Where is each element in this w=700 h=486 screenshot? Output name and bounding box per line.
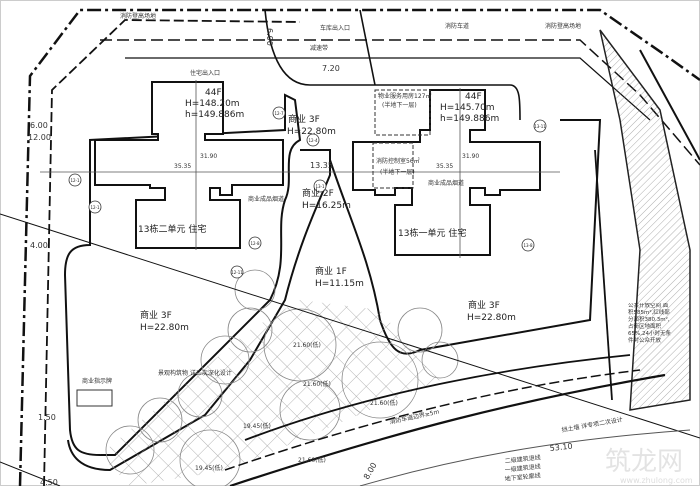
dimension-label: 4.50 [40,478,58,486]
tower-right-height: H=145.70m [440,103,495,113]
ramp-outline [264,9,521,121]
landscape-note: 景观构筑物 详二次深化设计 [158,369,232,377]
line-legend-3: 地下室轮廓线 [504,471,541,483]
tower-left-outline [94,81,284,249]
axis-tag: 12-8 [250,241,260,246]
tower-left-floors: 44F [205,88,222,98]
dimension-label: 6.00 [265,28,274,46]
podium-use: 商业 2F [302,187,334,199]
dimension-label: 4.00 [30,241,48,250]
watermark: 筑龙网 [605,447,683,477]
axis-tag: 12-7 [274,111,284,116]
podium-height: H=22.80m [140,323,189,333]
axis-tag-circles [68,106,547,279]
axis-tag: 13-11 [534,124,546,129]
podium-height: H=22.80m [287,127,336,137]
podium-height: H=16.25m [302,201,351,211]
elevation-label: 21.60(低) [293,341,321,349]
watermark-sub: www.zhulong.com [620,476,693,485]
podium-height: H=22.80m [467,313,516,323]
diagonal-guide-line [0,213,700,439]
right-hatched-strip [599,29,691,411]
tower-left-name: 13栋二单元 住宅 [138,223,206,235]
dimension-label: 8.00 [362,461,379,481]
axis-tag: 12-1 [70,178,80,183]
dimension-label: 53.10 [549,442,573,453]
line-legend-1: 二级建筑退线 [504,453,541,465]
podium-use: 商业 1F [315,265,347,277]
duct-label: 商业成品烟道 [428,179,464,187]
dimension-label: 7.20 [322,64,340,73]
tower-left-dim-width: 35.35 [174,163,191,170]
tower-right-outline [352,89,541,256]
tower-right-floors: 44F [465,92,482,102]
fire-area-label: 消防登高场地 [545,22,581,30]
speed-bump-label: 减速带 [310,44,328,52]
fire-control-sub: (半地下一层) [380,168,415,176]
fire-control-room-outline [372,142,414,189]
commercial-sign-box [76,389,113,407]
garage-entrance-label: 车库出入口 [320,24,350,32]
tower-right-dim-width: 35.35 [436,163,453,170]
tower-left-elevation: h=149.886m [185,110,244,120]
right-boundary-line [594,149,613,401]
axis-tag: 13-1 [315,184,325,189]
line-legend-2: 一级建筑退线 [504,462,541,474]
axis-tag: 12-1 [90,205,100,210]
fire-control-label: 消防控制室56㎡ [376,157,420,165]
podium-height: H=11.15m [315,279,364,289]
road-edge [229,373,666,486]
setback-curve [359,429,691,486]
property-room-label: 物业服务用房127㎡ [378,92,431,100]
road-inner-edge [244,354,631,441]
podium-use: 商业 3F [288,113,320,125]
dimension-label: 1.50 [38,413,56,422]
ramp-edge [359,9,376,86]
commercial-sign-label: 商业指示牌 [82,377,112,385]
axis-tag: 12-4 [308,138,318,143]
duct-label: 商业成品烟道 [248,195,284,203]
elevation-label: 19.45(低) [243,422,271,430]
tower-left-entrance: 住宅出入口 [190,69,220,77]
property-room-outline [374,89,431,136]
tower-right-dim-depth: 31.90 [462,153,479,160]
dimension-label: 13.35 [310,161,333,170]
elevation-label: 21.60(低) [370,399,398,407]
landscape-paving [100,300,440,486]
retaining-wall-label: 挡土墙 详专项二次设计 [561,415,623,434]
site-boundary [18,8,700,486]
tree-circles [105,269,459,486]
axis-tag: 13-8 [523,243,533,248]
right-road-line [639,49,700,161]
road-centerline [224,369,641,471]
tower-left-dim-depth: 31.90 [200,153,217,160]
fire-lane-label: 消防车道 [445,22,469,30]
dimension-label: 12.00 [28,133,51,142]
fire-area-label: 消防登高场地 [120,12,156,20]
road-line-left [43,19,301,486]
property-room-sub: (半地下一层) [382,101,417,109]
tower-right-name: 13栋一单元 住宅 [398,227,466,239]
tower-right-elevation: h=149.886m [440,114,499,124]
elevation-label: 21.60(低) [298,456,326,464]
podium-use: 商业 3F [468,299,500,311]
diagonal-guide-line-2 [0,461,61,486]
podium-use: 商业 3F [140,309,172,321]
fire-lane-bottom-label: 消防车道边界≥5m [389,408,440,426]
elevation-label: 21.60(低) [303,380,331,388]
public-space-note: 公共开放空间 面积585m²,红线部分面积380.3m²,占街区地面积65%,2… [628,303,671,344]
dimension-label: 6.00 [30,121,48,130]
tower-left-height: H=148.20m [185,99,240,109]
elevation-label: 19.45(低) [195,464,223,472]
axis-tag: 12-11 [231,270,243,275]
